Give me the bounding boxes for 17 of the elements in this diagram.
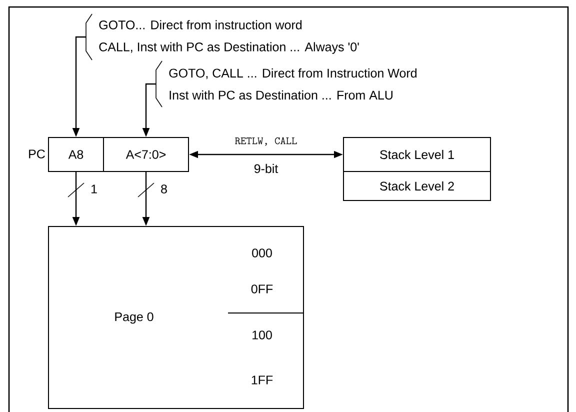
register-box: A<7:0>: [103, 137, 189, 172]
register-box: Stack Level 1: [343, 137, 491, 172]
edge-label: 8: [161, 184, 167, 194]
bit-width-label: 9-bit: [254, 164, 278, 174]
address-label: 1FF: [252, 376, 273, 384]
page-label: Page 0: [115, 312, 154, 324]
note-text: GOTO, CALL ... Direct from Instruction Word Inst with PC as Destination ... From ALU: [169, 68, 416, 100]
note-text: GOTO... Direct from instruction word CALL, Inst with PC as Destination ... Always '0': [99, 20, 359, 54]
address-label: 000: [252, 248, 272, 258]
memory-box: [48, 226, 304, 409]
address-label: 100: [252, 330, 272, 340]
register-label: PC: [29, 150, 45, 158]
address-label: 0FF: [251, 284, 273, 294]
register-box: A8: [48, 137, 104, 172]
edge-label: 1: [92, 184, 97, 194]
edge-label: RETLW, CALL: [235, 137, 297, 146]
register-box: Stack Level 2: [343, 171, 491, 201]
